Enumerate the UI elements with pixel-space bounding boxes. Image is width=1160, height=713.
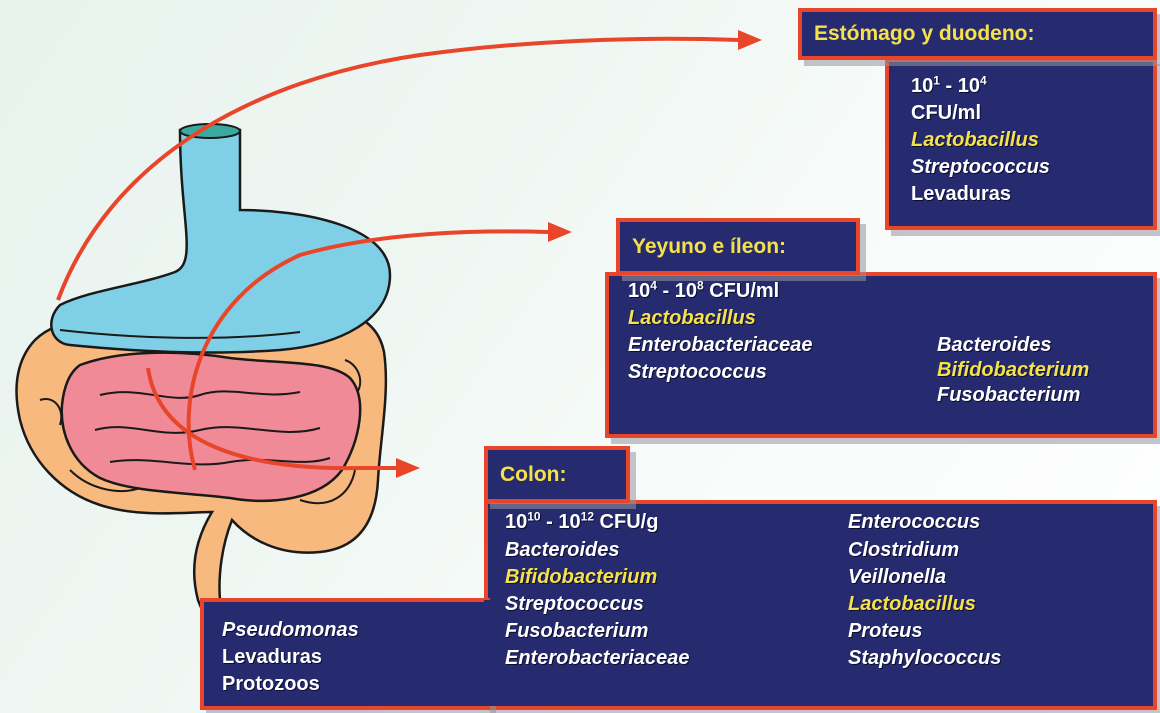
colon-organism: Bifidobacterium [505,564,657,591]
colon-title: Colon: [484,446,630,503]
colon-organism: Lactobacillus [848,591,976,618]
jejunum-organism: Lactobacillus [628,305,756,332]
colon-organism: Veillonella [848,564,946,591]
arrowhead-jejunum [548,222,572,242]
colon-organism: Pseudomonas [222,617,359,644]
colon-organism: Enterobacteriaceae [505,645,690,672]
stomach-title-text: Estómago y duodeno: [814,22,1035,46]
small-intestine-organ [62,353,360,501]
arrowhead-colon [396,458,420,478]
colon-organism: Streptococcus [505,591,644,618]
stomach-organism: Lactobacillus [911,127,1039,154]
stomach-unit: CFU/ml [911,100,981,127]
colon-count: 1010 - 1012 CFU/g [505,509,658,536]
jejunum-count: 104 - 108 CFU/ml [628,278,779,305]
stomach-count: 101 - 104 [911,73,987,100]
colon-organism: Bacteroides [505,537,620,564]
colon-organism: Levaduras [222,644,322,671]
colon-organism: Clostridium [848,537,959,564]
colon-organism: Fusobacterium [505,618,648,645]
jejunum-title: Yeyuno e íleon: [616,218,860,275]
jejunum-organism: Bacteroides [937,332,1052,359]
colon-organism: Staphylococcus [848,645,1001,672]
colon-organism: Enterococcus [848,509,980,536]
jejunum-organism: Fusobacterium [937,382,1080,409]
stomach-organism: Levaduras [911,181,1011,208]
colon-organism: Protozoos [222,671,320,698]
jejunum-title-text: Yeyuno e íleon: [632,235,786,259]
arrowhead-stomach [738,30,762,50]
colon-organism: Proteus [848,618,922,645]
colon-panel-joint [484,600,498,706]
stomach-organism: Streptococcus [911,154,1050,181]
jejunum-organism: Enterobacteriaceae [628,332,813,359]
colon-title-text: Colon: [500,463,566,487]
stomach-title: Estómago y duodeno: [798,8,1157,60]
jejunum-organism: Bifidobacterium [937,357,1089,384]
jejunum-organism: Streptococcus [628,359,767,386]
